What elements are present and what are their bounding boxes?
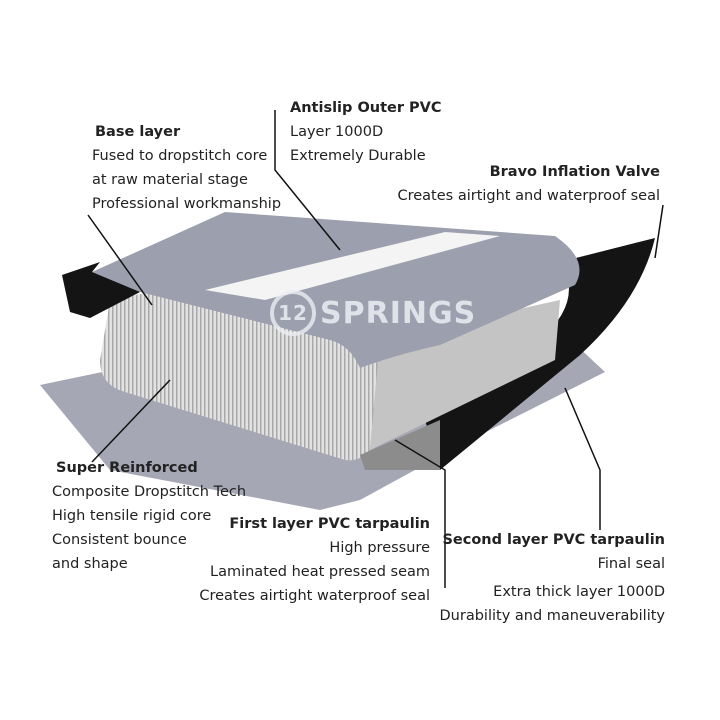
pointer-antislip [274, 110, 341, 251]
label-line: Consistent bounce [52, 532, 187, 548]
label-line: and shape [52, 556, 128, 572]
label-line: Final seal [597, 556, 665, 572]
label-line: High tensile rigid core [52, 508, 212, 524]
antislip-stripe [205, 232, 500, 300]
label-line: Fused to dropstitch core [92, 148, 268, 164]
pointer-valve [654, 204, 664, 259]
label-line: Durability and maneuverability [439, 608, 665, 624]
label-antislip: Antislip Outer PVC Layer 1000D Extremely… [290, 96, 442, 168]
pointer-second-layer [564, 387, 601, 530]
label-line: Creates airtight waterproof seal [199, 588, 430, 604]
label-line: High pressure [329, 540, 430, 556]
pointer-first-layer [394, 439, 446, 588]
label-valve: Bravo Inflation Valve Creates airtight a… [397, 160, 660, 208]
label-line: Laminated heat pressed seam [210, 564, 430, 580]
label-line: Extremely Durable [290, 148, 426, 164]
logo-number: 12 [270, 290, 316, 336]
logo-text: SPRINGS [320, 295, 477, 331]
label-title: Antislip Outer PVC [290, 100, 442, 116]
label-base: Base layer Fused to dropstitch core at r… [92, 120, 281, 216]
label-title: Bravo Inflation Valve [489, 164, 660, 180]
label-second-layer: Second layer PVC tarpaulin Final seal Ex… [440, 528, 665, 628]
label-title: Super Reinforced [56, 460, 198, 476]
top-pvc-layer [92, 212, 580, 368]
label-line: Layer 1000D [290, 124, 384, 140]
label-line: Composite Dropstitch Tech [52, 484, 247, 500]
label-reinforced: Super Reinforced Composite Dropstitch Te… [52, 456, 246, 576]
label-line: Creates airtight and waterproof seal [397, 188, 660, 204]
first-tarp-strip [62, 262, 140, 318]
label-first-layer: First layer PVC tarpaulin High pressure … [199, 512, 430, 608]
label-line: Extra thick layer 1000D [493, 584, 665, 600]
pointer-reinforced [91, 379, 171, 463]
label-title: First layer PVC tarpaulin [229, 516, 430, 532]
label-line: Professional workmanship [92, 196, 282, 212]
first-tarp-edge [360, 420, 440, 470]
brand-watermark: 12 SPRINGS [270, 290, 476, 336]
pointer-base [87, 214, 153, 306]
label-title: Second layer PVC tarpaulin [442, 532, 665, 548]
label-line: at raw material stage [92, 172, 248, 188]
label-title: Base layer [95, 124, 181, 140]
